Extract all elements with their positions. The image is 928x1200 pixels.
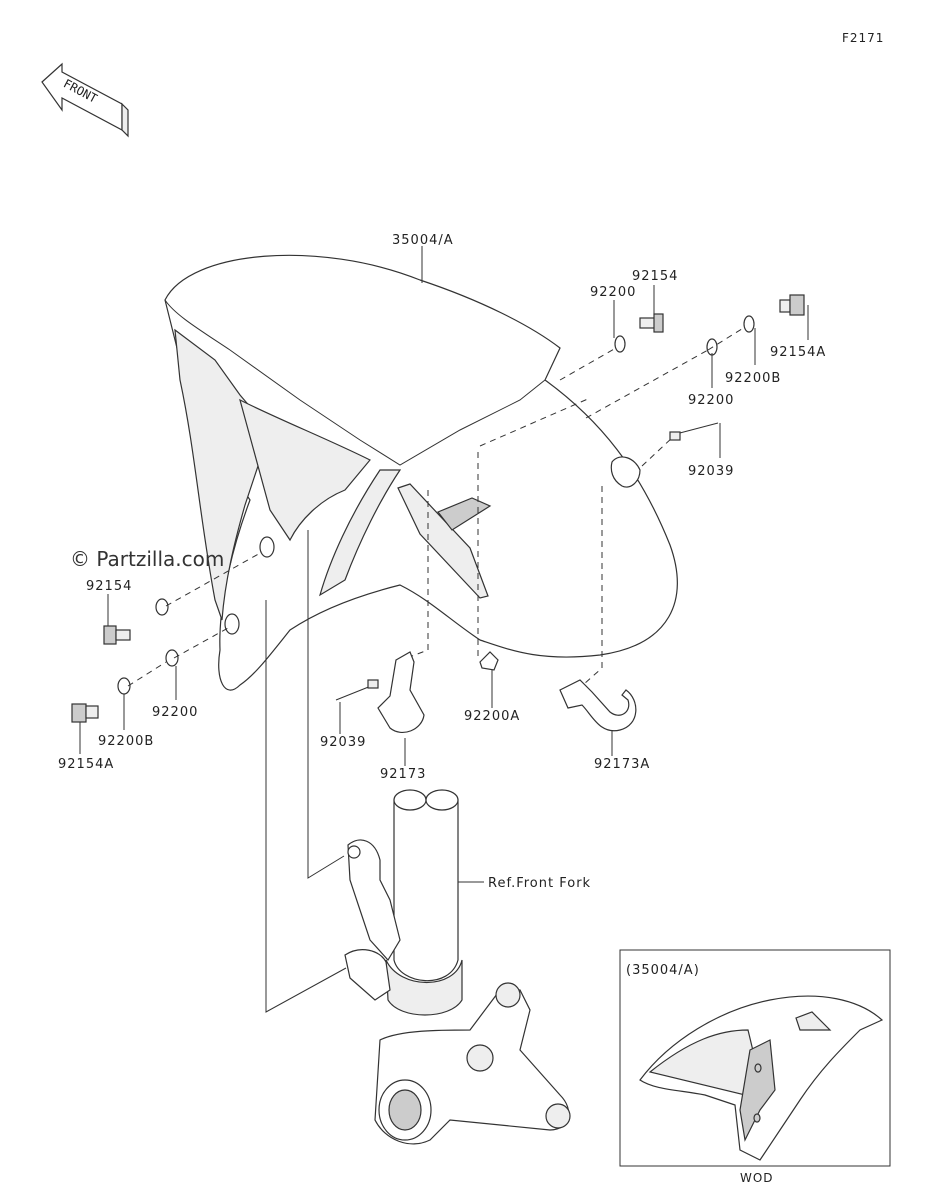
- label-washer-b-right: 92200B: [725, 371, 781, 386]
- label-clamp-left: 92173: [380, 767, 426, 782]
- label-rivet-right: 92039: [688, 464, 734, 479]
- diagram-code: F2171: [842, 31, 884, 45]
- inset-box: (35004/A) WOD: [619, 949, 891, 1185]
- label-bolt-top: 92154: [632, 269, 678, 284]
- label-rivet-left: 92039: [320, 735, 366, 750]
- stud-right-icon: [779, 294, 805, 316]
- label-washer-left: 92200: [152, 705, 198, 720]
- label-washer-top: 92200: [590, 285, 636, 300]
- inset-label: (35004/A): [626, 963, 700, 978]
- inset-caption: WOD: [740, 1171, 774, 1185]
- label-clamp-right: 92173A: [594, 757, 650, 772]
- clamp-left-icon: [377, 651, 425, 733]
- front-fender: [164, 254, 678, 691]
- rivet-right-icon: [669, 422, 719, 441]
- clip-center-icon: [479, 651, 499, 671]
- bolt-left-icon: [103, 625, 131, 645]
- watermark: © Partzilla.com: [70, 547, 224, 571]
- washer-left-upper-icon: [155, 598, 169, 616]
- rivet-left-icon: [335, 679, 379, 701]
- label-stud-right: 92154A: [770, 345, 826, 360]
- label-washer-b-left: 92200B: [98, 734, 154, 749]
- label-washer-right: 92200: [688, 393, 734, 408]
- label-fork-ref: Ref.Front Fork: [488, 876, 591, 891]
- front-arrow-icon: FRONT: [41, 62, 129, 138]
- label-fender: 35004/A: [392, 233, 454, 248]
- label-clip-center: 92200A: [464, 709, 520, 724]
- bolt-top-icon: [639, 313, 664, 333]
- leader-lines: [79, 246, 809, 883]
- clamp-right-icon: [559, 679, 637, 732]
- assembly-lines: [127, 326, 746, 1013]
- label-stud-left: 92154A: [58, 757, 114, 772]
- label-bolt-left: 92154: [86, 579, 132, 594]
- washer-top-icon: [614, 335, 626, 353]
- front-fork: [344, 789, 571, 1145]
- washer-b-right-icon: [743, 315, 755, 333]
- washer-left-icon: [165, 649, 179, 667]
- stud-left-icon: [71, 703, 99, 723]
